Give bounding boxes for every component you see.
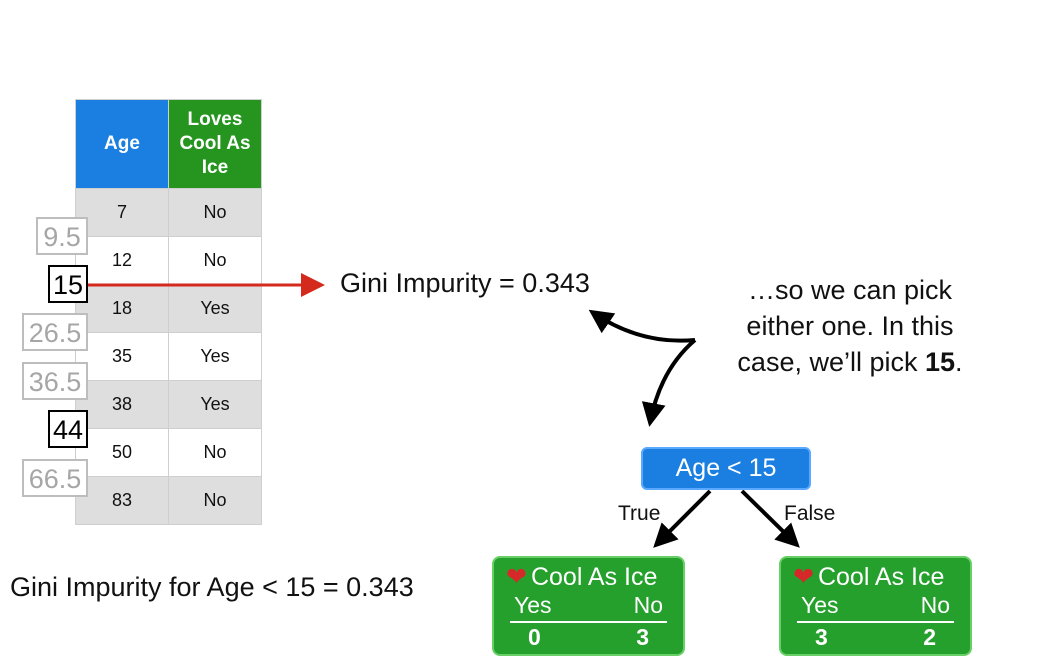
cell-loves: No bbox=[168, 476, 262, 525]
cell-loves: Yes bbox=[168, 332, 262, 381]
cell-loves: No bbox=[168, 236, 262, 285]
header-age: Age bbox=[75, 99, 169, 189]
leaf-no-label: No bbox=[920, 592, 950, 618]
callout-picked-value: 15 bbox=[925, 347, 956, 377]
leaf-yes-label: Yes bbox=[514, 592, 552, 618]
callout-text: …so we can pick either one. In this case… bbox=[700, 272, 1000, 380]
table-row: 83 No bbox=[75, 476, 262, 525]
leaf-header: ❤Cool As Ice bbox=[506, 562, 657, 592]
true-edge bbox=[653, 489, 712, 548]
leaf-yes-count: 0 bbox=[528, 624, 541, 650]
table-row: 35 Yes bbox=[75, 332, 262, 381]
leaf-no-label: No bbox=[633, 592, 663, 618]
leaf-header: ❤Cool As Ice bbox=[793, 562, 944, 592]
table-row: 38 Yes bbox=[75, 380, 262, 429]
leaf-divider bbox=[510, 621, 667, 623]
callout-line-1: …so we can pick bbox=[747, 275, 953, 305]
heart-icon: ❤ bbox=[793, 563, 814, 591]
table-row: 50 No bbox=[75, 428, 262, 477]
leaf-yes-label: Yes bbox=[801, 592, 839, 618]
cell-age: 12 bbox=[75, 236, 169, 285]
gini-impurity-label: Gini Impurity = 0.343 bbox=[340, 268, 590, 298]
table-row: 12 No bbox=[75, 236, 262, 285]
heart-icon: ❤ bbox=[506, 563, 527, 591]
callout-line-3-prefix: case, we’ll pick bbox=[737, 347, 925, 377]
leaf-no-count: 2 bbox=[923, 624, 936, 650]
callout-line-3-suffix: . bbox=[955, 347, 963, 377]
leaf-divider bbox=[797, 621, 954, 623]
threshold-box-9-5: 9.5 bbox=[36, 217, 88, 255]
true-edge-label: True bbox=[618, 502, 661, 525]
threshold-box-26-5: 26.5 bbox=[22, 313, 88, 351]
cell-age: 7 bbox=[75, 188, 169, 237]
curved-arrow-to-gini bbox=[588, 309, 696, 343]
callout-line-2: either one. In this bbox=[746, 311, 954, 341]
header-loves-cool-as-ice: Loves Cool As Ice bbox=[168, 99, 262, 189]
threshold-box-36-5: 36.5 bbox=[22, 362, 88, 400]
cell-age: 38 bbox=[75, 380, 169, 429]
cell-loves: No bbox=[168, 188, 262, 237]
gini-impurity-summary: Gini Impurity for Age < 15 = 0.343 bbox=[10, 572, 414, 602]
leaf-title: Cool As Ice bbox=[530, 563, 658, 591]
table-row: 7 No bbox=[75, 188, 262, 237]
false-edge-label: False bbox=[784, 502, 836, 525]
data-table: Age Loves Cool As Ice 7 No 12 No 18 Yes … bbox=[75, 99, 262, 525]
curved-arrow-to-tree bbox=[641, 338, 697, 427]
cell-loves: No bbox=[168, 428, 262, 477]
cell-age: 18 bbox=[75, 284, 169, 333]
callout-line-3: case, we’ll pick 15. bbox=[700, 344, 1000, 380]
leaf-title: Cool As Ice bbox=[817, 563, 945, 591]
cell-age: 50 bbox=[75, 428, 169, 477]
leaf-no-count: 3 bbox=[636, 624, 649, 650]
threshold-box-66-5: 66.5 bbox=[22, 459, 88, 497]
false-edge bbox=[740, 489, 800, 548]
table-row: 18 Yes bbox=[75, 284, 262, 333]
cell-loves: Yes bbox=[168, 380, 262, 429]
right-leaf-node: ❤Cool As Ice Yes No 3 2 bbox=[779, 556, 972, 656]
leaf-yes-count: 3 bbox=[815, 624, 828, 650]
threshold-box-15: 15 bbox=[48, 265, 88, 303]
threshold-box-44: 44 bbox=[48, 410, 88, 448]
cell-age: 35 bbox=[75, 332, 169, 381]
left-leaf-node: ❤Cool As Ice Yes No 0 3 bbox=[492, 556, 685, 656]
tree-root-node: Age < 15 bbox=[641, 447, 811, 490]
